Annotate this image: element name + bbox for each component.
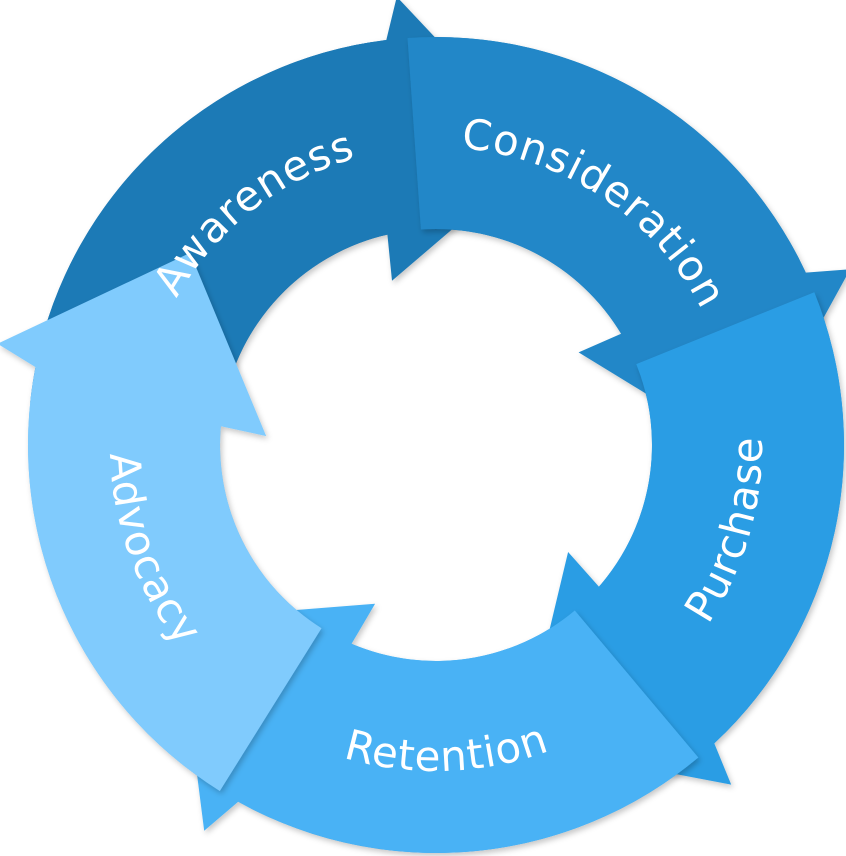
arrow-head-advocacy <box>0 252 322 791</box>
arrow-head-retention <box>177 603 699 853</box>
